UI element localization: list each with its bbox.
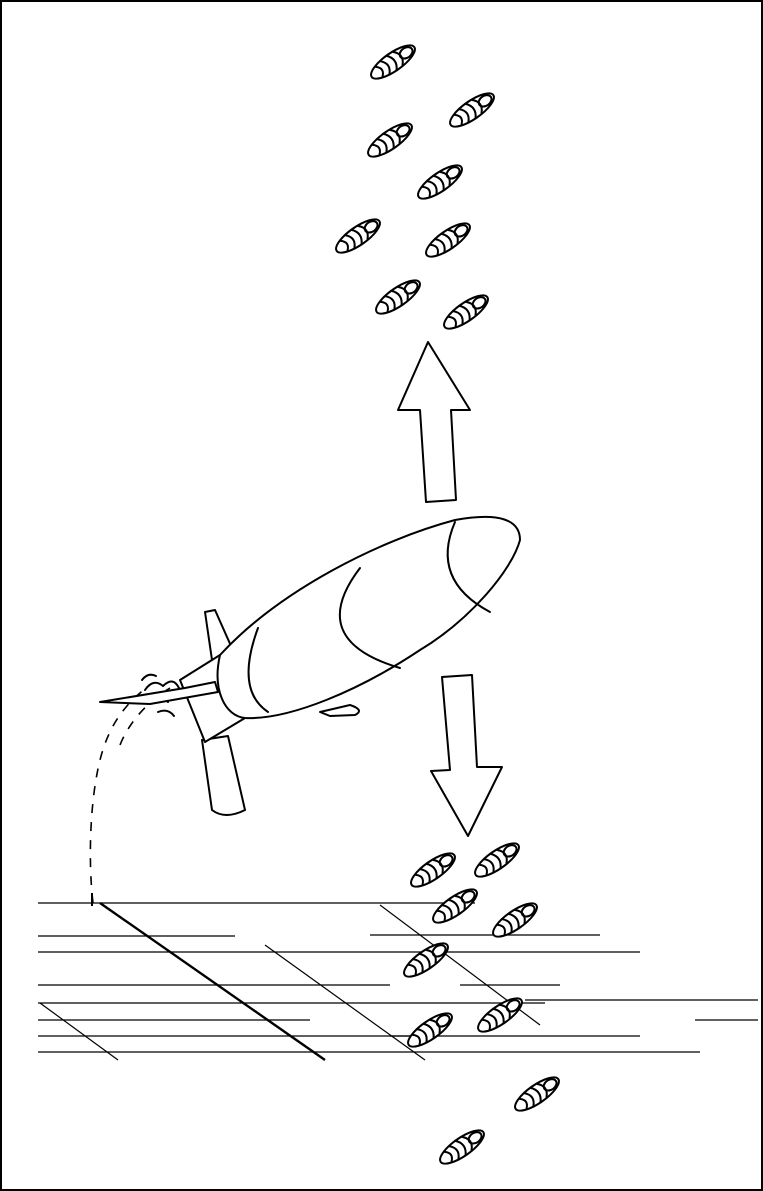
bacterium-icon [330,212,386,260]
bacterium-icon [427,882,483,930]
bacterium-icon [402,1006,458,1054]
bacterium-icon [438,288,494,336]
arrow-up-icon [397,341,471,503]
bacterium-icon [405,846,461,894]
bacterium-icon [370,273,426,321]
rocket-icon [99,516,521,816]
bacterium-icon [412,158,468,206]
bacterium-icon [362,116,418,164]
bacterium-icon [509,1070,565,1118]
bacterium-icon [472,991,528,1039]
ground-grid-icon [38,902,758,1061]
dashed-trajectory-icon [89,684,171,906]
upper-particle-group [330,38,500,336]
bacterium-icon [365,38,421,86]
bacterium-icon [434,1123,490,1171]
bacterium-icon [444,86,500,134]
bacterium-icon [420,216,476,264]
bacterium-icon [398,936,454,984]
arrow-down-icon [430,674,503,837]
bacterium-icon [469,836,525,884]
